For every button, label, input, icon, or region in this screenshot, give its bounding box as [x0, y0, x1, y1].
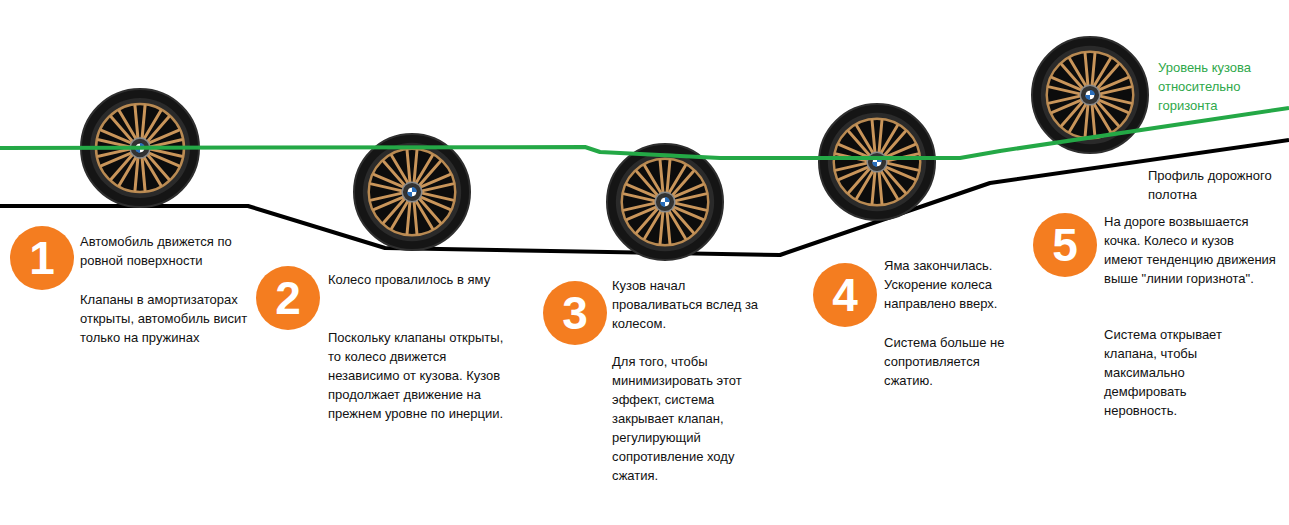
step-heading: Кузов начал проваливаться вслед за колес…: [612, 276, 762, 333]
step-note: Поскольку клапаны открыты, то колесо дви…: [328, 328, 518, 423]
step-note: Для того, чтобы минимизировать этот эффе…: [612, 352, 762, 485]
step-heading: Колесо провалилось в яму: [328, 270, 513, 289]
wheel: [354, 134, 470, 250]
wheel: [819, 104, 935, 220]
callout-circle: 3: [543, 281, 607, 345]
callout-circle: 4: [813, 263, 877, 327]
step-note: Система больше не сопротивляется сжатию.: [884, 333, 1024, 390]
step-heading: На дороге возвышается кочка. Колесо и ку…: [1104, 212, 1276, 288]
callout-number: 5: [1052, 222, 1078, 268]
callout-number: 3: [562, 290, 588, 336]
step-note: Система открывает клапана, чтобы максима…: [1104, 325, 1254, 420]
callout-circle: 1: [10, 226, 74, 290]
callout-circle-fill: [543, 281, 607, 345]
callout-circle: 2: [256, 266, 320, 330]
step-heading: Автомобиль движется по ровной поверхност…: [80, 232, 265, 270]
step-heading: Яма закончилась. Ускорение колеса направ…: [884, 256, 1029, 313]
callout-circle-fill: [10, 226, 74, 290]
line-label: Уровень кузова относительно горизонта: [1158, 58, 1270, 115]
callout-number: 2: [275, 275, 301, 321]
callout-number: 1: [29, 235, 55, 281]
road-label: Профиль дорожного полотна: [1148, 166, 1283, 204]
wheel: [607, 144, 723, 260]
body-level-line: [0, 108, 1289, 158]
callout-circle: 5: [1033, 213, 1097, 277]
step-note: Клапаны в амортизаторах открыты, автомоб…: [80, 290, 265, 347]
callout-circle-fill: [256, 266, 320, 330]
callout-circle-fill: [813, 263, 877, 327]
callout-circle-fill: [1033, 213, 1097, 277]
callout-number: 4: [832, 272, 858, 318]
